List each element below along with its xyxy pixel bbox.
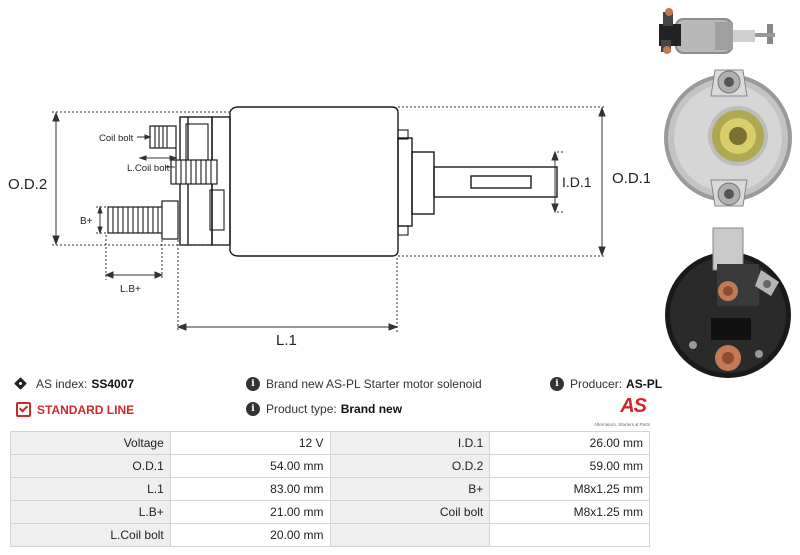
specs-table: Voltage 12 V I.D.1 26.00 mm O.D.1 54.00 … xyxy=(10,431,650,547)
spec-value: 26.00 mm xyxy=(489,431,650,455)
coil-bolt-label: Coil bolt xyxy=(99,133,134,144)
as-index-value: SS4007 xyxy=(91,377,135,391)
info-icon: i xyxy=(246,402,260,416)
table-row: L.B+ 21.00 mm Coil bolt M8x1.25 mm xyxy=(10,500,650,524)
b-plus-label: B+ xyxy=(80,216,93,227)
spec-label: B+ xyxy=(329,477,491,501)
standard-line-text: STANDARD LINE xyxy=(37,402,135,417)
spec-value: 20.00 mm xyxy=(169,523,331,547)
solenoid-front-photo xyxy=(664,69,792,207)
spec-label: L.Coil bolt xyxy=(10,523,171,547)
producer-label: Producer: xyxy=(570,377,623,391)
spec-value xyxy=(489,523,650,547)
standard-line: STANDARD LINE xyxy=(16,402,134,417)
spec-label: O.D.2 xyxy=(329,454,491,478)
spec-label: L.1 xyxy=(10,477,171,501)
product-description: Brand new AS-PL Starter motor solenoid xyxy=(266,377,482,391)
plunger xyxy=(433,166,558,198)
spec-value: 83.00 mm xyxy=(169,477,331,501)
plunger-housing xyxy=(411,151,435,215)
spec-value: 54.00 mm xyxy=(169,454,331,478)
product-type-line: i Product type: Brand new xyxy=(246,402,402,416)
spec-label: I.D.1 xyxy=(329,431,491,455)
description-line: i Brand new AS-PL Starter motor solenoid xyxy=(246,377,482,391)
od1-label: O.D.1 xyxy=(612,170,650,187)
technical-drawing: O.D.2 O.D.1 I.D.1 L.1 L.B+ B+ Coil bolt … xyxy=(8,106,650,349)
logo-tagline: Alternators, Starters & Parts xyxy=(593,422,650,427)
info-icon: i xyxy=(550,377,564,391)
logo-mark: AS xyxy=(620,395,647,417)
as-pl-logo: AS Alternators, Starters & Parts xyxy=(588,395,650,427)
lcoil-bolt-label: L.Coil bolt xyxy=(127,163,170,174)
product-type-label: Product type: xyxy=(266,402,337,416)
lb-plus-label: L.B+ xyxy=(120,284,141,295)
spec-value: 12 V xyxy=(169,431,331,455)
spec-label: L.B+ xyxy=(10,500,171,524)
l1-label: L.1 xyxy=(276,332,297,349)
info-icon: i xyxy=(246,377,260,391)
spec-label: O.D.1 xyxy=(10,454,171,478)
producer-line: i Producer: AS-PL xyxy=(550,377,662,391)
table-row: L.1 83.00 mm B+ M8x1.25 mm xyxy=(10,477,650,501)
spec-value: 59.00 mm xyxy=(489,454,650,478)
spec-label: Coil bolt xyxy=(329,500,491,524)
product-type-value: Brand new xyxy=(340,402,403,416)
checkbox-icon xyxy=(16,402,31,417)
solenoid-body xyxy=(229,106,399,257)
solenoid-side-photo xyxy=(659,8,775,54)
spec-value: M8x1.25 mm xyxy=(489,477,650,501)
product-photos xyxy=(659,8,792,378)
table-row: Voltage 12 V I.D.1 26.00 mm xyxy=(10,431,650,455)
tag-icon xyxy=(16,377,30,391)
id1-label: I.D.1 xyxy=(562,174,592,190)
spec-value: M8x1.25 mm xyxy=(489,500,650,524)
table-row: L.Coil bolt 20.00 mm xyxy=(10,523,650,547)
as-index-label: AS index: xyxy=(36,377,88,391)
b-plus-bolt xyxy=(107,206,165,234)
od2-label: O.D.2 xyxy=(8,176,47,193)
spec-value: 21.00 mm xyxy=(169,500,331,524)
producer-value: AS-PL xyxy=(626,377,663,391)
as-index-line: AS index: SS4007 xyxy=(16,377,134,391)
solenoid-rear-photo xyxy=(665,227,791,378)
spec-label xyxy=(329,523,491,547)
spec-label: Voltage xyxy=(10,431,171,455)
table-row: O.D.1 54.00 mm O.D.2 59.00 mm xyxy=(10,454,650,478)
